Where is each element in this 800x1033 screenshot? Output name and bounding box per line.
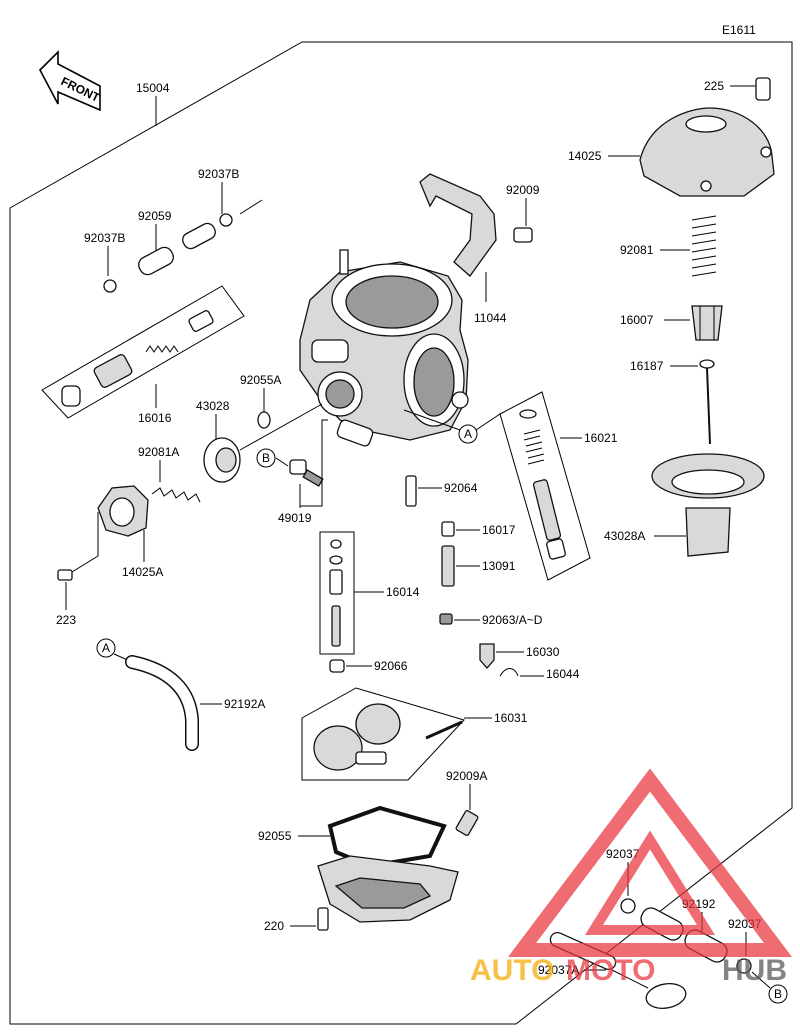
screw-225 (755, 77, 771, 101)
screw-92009A (455, 810, 479, 836)
callout-b-left (256, 448, 276, 468)
jet-16014 (329, 569, 343, 595)
screw-92009 (513, 227, 533, 243)
diagram-code: E1611 (722, 23, 756, 37)
callout-a-left-text: A (102, 641, 110, 655)
label-92059: 92059 (138, 209, 172, 223)
label-92037-right: 92037 (606, 847, 640, 861)
label-16031: 16031 (494, 711, 528, 725)
spring-92081 (691, 215, 717, 277)
needle-jet-16021 (532, 479, 562, 541)
spring-92081A (151, 487, 201, 503)
group-16031 (301, 687, 465, 781)
label-92066: 92066 (374, 659, 408, 673)
label-92063: 92063/A~D (482, 613, 543, 627)
label-92081A: 92081A (138, 445, 179, 459)
watermark-moto: MOTO (566, 954, 655, 987)
callout-b-bottom (768, 984, 788, 1004)
top-cover-14025 (639, 107, 775, 197)
callout-a-center (458, 424, 478, 444)
screw-223 (57, 569, 73, 581)
screw-220 (317, 907, 329, 931)
valve-16030 (479, 643, 495, 669)
label-43028: 43028 (196, 399, 230, 413)
label-16016: 16016 (138, 411, 172, 425)
label-223: 223 (56, 613, 76, 627)
gasket-92055 (327, 805, 447, 869)
tube-92192 (640, 907, 684, 941)
group-16014 (319, 531, 355, 655)
front-arrow: FRONT (39, 50, 103, 112)
label-92081: 92081 (620, 243, 654, 257)
watermark-logo-triangle (507, 768, 793, 957)
seat-16007 (691, 305, 723, 341)
tube-92059-b (182, 222, 216, 250)
clip-92037B-left (103, 279, 117, 293)
diaphragm-43028A (651, 453, 765, 557)
label-43028A: 43028A (604, 529, 645, 543)
callout-a-center-text: A (464, 427, 472, 441)
callout-a-left (96, 638, 116, 658)
pilot-screw-49019 (289, 459, 324, 487)
needle-jet-13091 (441, 545, 455, 587)
clip-92037-right (620, 898, 636, 914)
label-49019: 49019 (278, 511, 312, 525)
label-14025A: 14025A (122, 565, 163, 579)
label-16014: 16014 (386, 585, 420, 599)
callout-b-left-text: B (262, 451, 270, 465)
label-15004: 15004 (136, 81, 170, 95)
label-225: 225 (704, 79, 724, 93)
label-16187: 16187 (630, 359, 664, 373)
bracket-11044 (419, 173, 497, 277)
screw-92064 (405, 475, 417, 507)
label-92037A: 92037A (538, 963, 579, 977)
label-92009: 92009 (506, 183, 540, 197)
clip-92037B-top (219, 213, 233, 227)
label-92009A: 92009A (446, 769, 487, 783)
label-92055A: 92055A (240, 373, 281, 387)
clip-92037-far-right (736, 958, 752, 974)
tube-92059 (138, 246, 174, 276)
cap-92066 (329, 659, 345, 673)
jet-16017 (441, 521, 455, 537)
group-16016 (41, 285, 245, 419)
label-14025: 14025 (568, 149, 602, 163)
diaphragm-43028 (203, 437, 241, 483)
label-92055: 92055 (258, 829, 292, 843)
clip-16044 (499, 668, 519, 677)
jet-92063 (439, 613, 453, 625)
label-13091: 13091 (482, 559, 516, 573)
watermark-hub: HUB (722, 954, 787, 987)
label-92064: 92064 (444, 481, 478, 495)
label-16007: 16007 (620, 313, 654, 327)
float-16031 (313, 703, 401, 771)
cover-14025A (97, 485, 149, 537)
watermark-auto: AUTO (470, 954, 554, 987)
group-16021 (499, 391, 591, 581)
washer-16021 (519, 409, 537, 419)
label-220: 220 (264, 919, 284, 933)
starter-plunger-16016 (61, 310, 214, 407)
assembly-boundary (9, 41, 793, 1025)
label-16044: 16044 (546, 667, 580, 681)
carburetor-body (299, 249, 469, 447)
label-16017: 16017 (482, 523, 516, 537)
label-11044: 11044 (474, 311, 507, 325)
watermark: AUTO MOTO HUB (470, 768, 793, 987)
clip-16187 (699, 359, 715, 369)
oring-92055A (257, 411, 271, 429)
label-92037B-top: 92037B (198, 167, 239, 181)
spring-16021 (523, 429, 545, 465)
label-16021: 16021 (584, 431, 618, 445)
callout-b-bottom-text: B (774, 987, 782, 1001)
label-16030: 16030 (526, 645, 560, 659)
label-92037B-left: 92037B (84, 231, 125, 245)
label-92192A: 92192A (224, 697, 265, 711)
jet-needle (706, 367, 711, 445)
